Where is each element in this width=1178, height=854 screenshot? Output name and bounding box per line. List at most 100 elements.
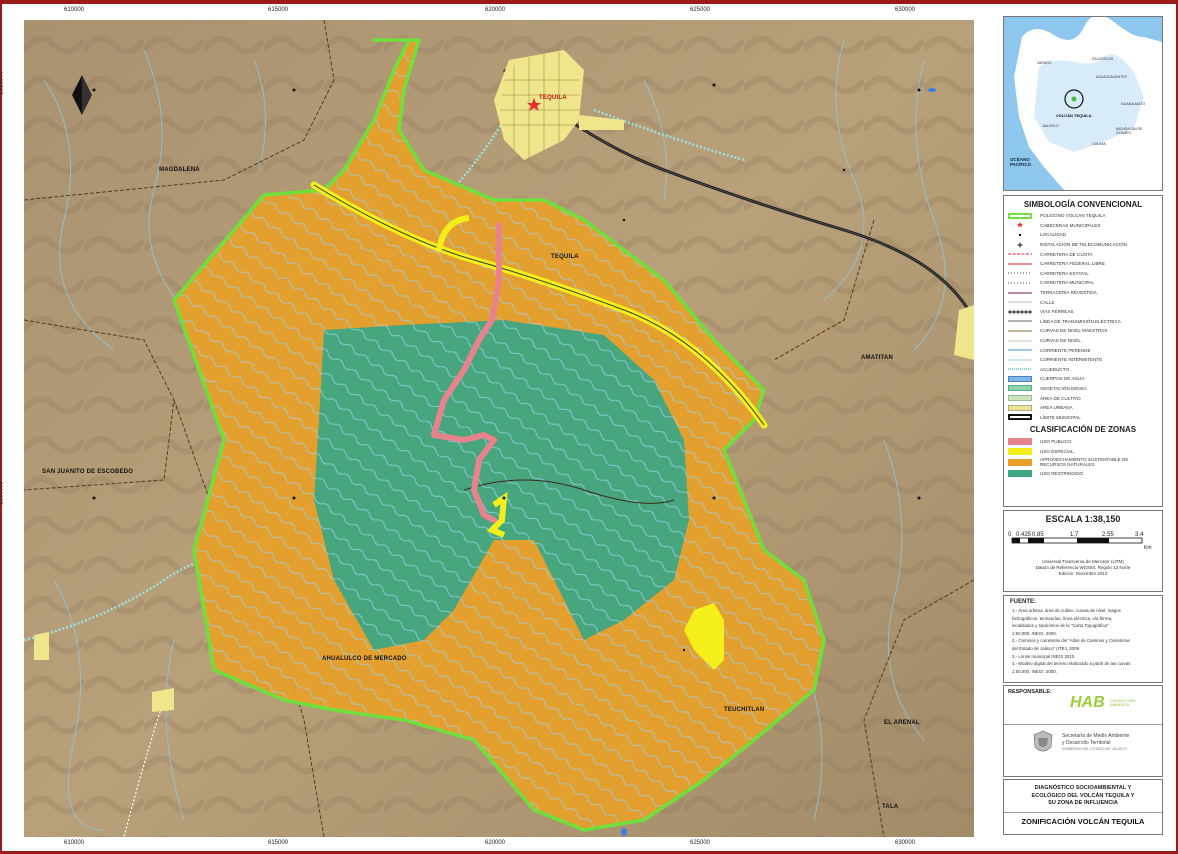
zone-label: USO PÚBLICO	[1040, 438, 1072, 444]
urban-area-tequila	[494, 50, 584, 160]
place-label-amatitan: AMATITAN	[861, 355, 894, 361]
x-tick-bottom: 630000	[895, 840, 916, 846]
aqueduct	[593, 108, 745, 162]
source-line: 3.- Límite municipal INEGI 2010.	[1012, 653, 1076, 659]
zone-legend-item: USO PÚBLICO	[1004, 436, 1162, 446]
agency-line: GOBIERNO DEL ESTADO DE JALISCO	[1062, 747, 1127, 751]
legend-swatch	[1008, 251, 1032, 257]
legend-item-label: ACUEDUCTO	[1040, 366, 1070, 372]
legend-item-label: ÁREA DE CULTIVO	[1040, 395, 1081, 401]
legend-item-label: LOCALIDAD	[1040, 232, 1067, 238]
legend-swatch	[1008, 280, 1032, 286]
project-line: SU ZONA DE INFLUENCIA	[1048, 800, 1118, 806]
legend-item-label: CABECERAS MUNICIPALES	[1040, 222, 1101, 228]
responsible-panel: RESPONSABLE: HAB CONSULTORÍA AMBIENTAL S…	[1003, 685, 1163, 777]
zone-legend-item: USO ESPECIAL	[1004, 446, 1162, 456]
legend-item: CURVAS DE NIVEL	[1004, 336, 1162, 346]
zone-legend-item: USO RESTRINGIDO	[1004, 468, 1162, 478]
hab-logo: HAB	[1070, 694, 1105, 711]
legend-item: INSTALACIÓN DE TELECOMUNICACIÓN	[1004, 240, 1162, 250]
legend-swatch	[1008, 375, 1032, 382]
map-canvas[interactable]: MAGDALENA TEQUILA TEQUILA AMATITAN SAN J…	[24, 20, 974, 837]
locator-label-state: MICHOACÁN DE OCAMPO	[1116, 127, 1143, 135]
legend-item-label: LÍMITE MUNICIPAL	[1040, 414, 1081, 420]
zone-uso-especial-summit[interactable]	[486, 491, 508, 538]
zone-label: USO ESPECIAL	[1040, 448, 1074, 454]
source-line: 1.- Área urbana, área de cultivo, curvas…	[1012, 608, 1121, 613]
legend-item: CARRETERA MUNICIPAL	[1004, 278, 1162, 288]
road-centerline	[313, 184, 765, 426]
source-lines: 1.- Área urbana, área de cultivo, curvas…	[1004, 607, 1162, 675]
legend-item: CARRETERA FEDERAL LIBRE	[1004, 259, 1162, 269]
legend-swatch	[1008, 357, 1032, 363]
x-tick-top: 615000	[268, 7, 289, 13]
legend-swatch	[1008, 270, 1032, 276]
legend-swatch	[1008, 212, 1032, 219]
zone-swatch	[1008, 447, 1032, 455]
municipal-seat-star	[527, 98, 541, 111]
legend-swatch	[1008, 318, 1032, 324]
scale-panel: ESCALA 1:38,150 0 0.425 0.85 1.7 2.55 3.…	[1003, 510, 1163, 592]
legend-item: VEGETACIÓN DENSA	[1004, 384, 1162, 394]
legend-item-label: CALLE	[1040, 299, 1055, 305]
place-label-tala: TALA	[882, 804, 899, 810]
crater-road	[463, 479, 675, 504]
legend-swatch	[1008, 414, 1032, 421]
legend-swatch	[1008, 338, 1032, 344]
locator-label-state: COLIMA	[1092, 142, 1106, 146]
source-panel: FUENTE: 1.- Área urbana, área de cultivo…	[1003, 595, 1163, 683]
legend-item: CURVAS DE NIVEL MAESTRAS	[1004, 326, 1162, 336]
legend-swatch	[1008, 261, 1032, 267]
zone-label: USO RESTRINGIDO	[1040, 470, 1084, 476]
legend-item: CALLE	[1004, 297, 1162, 307]
legend-item-label: VÍAS FÉRREAS	[1040, 309, 1074, 315]
project-title: ZONIFICACIÓN VOLCÁN TEQUILA	[1004, 811, 1162, 826]
source-title: FUENTE:	[1010, 599, 1036, 605]
zone-swatch	[1008, 437, 1032, 445]
legend-item: ACUEDUCTO	[1004, 365, 1162, 375]
legend-item-label: POLÍGONO VOLCÁN TEQUILA	[1040, 213, 1106, 219]
legend-item-label: TERRACERÍA REVESTIDA	[1040, 290, 1097, 296]
legend-item-label: CARRETERA MUNICIPAL	[1040, 280, 1095, 286]
zone-swatch	[1008, 469, 1032, 477]
legend-item-label: INSTALACIÓN DE TELECOMUNICACIÓN	[1040, 242, 1128, 248]
legend-item: CARRETERA ESTATAL	[1004, 269, 1162, 279]
scale-bar-segment	[1028, 538, 1044, 543]
project-line: ECOLÓGICO DEL VOLCÁN TEQUILA Y	[1031, 792, 1135, 799]
place-label-teuchitlan: TEUCHITLAN	[724, 707, 765, 713]
legend-swatch	[1008, 395, 1032, 402]
source-line: 4.- Modelo digital del terreno elaborado…	[1012, 661, 1131, 667]
scale-bar-segment	[1012, 538, 1020, 543]
responsible-title: RESPONSABLE:	[1008, 689, 1052, 695]
agency-text: Secretaría de Medio Ambiente y Desarroll…	[1062, 733, 1129, 753]
legend-item: VÍAS FÉRREAS	[1004, 307, 1162, 317]
municipal-road	[123, 699, 165, 837]
locator-svg	[1014, 17, 1162, 190]
scale-tick: 0.425	[1016, 532, 1032, 538]
jalisco-seal-icon	[1033, 730, 1053, 752]
municipal-limits	[24, 20, 974, 837]
place-label-tequila-town: TEQUILA	[539, 95, 567, 101]
source-line: 2.- Caminos y carreteras del "Atlas de C…	[1012, 638, 1130, 644]
x-tick-top: 625000	[690, 7, 711, 13]
jalisco-state	[1034, 54, 1144, 153]
legend-swatch	[1008, 309, 1032, 315]
zone-uso-publico-trail[interactable]	[431, 222, 502, 523]
locator-label-state: AGUASCALIENTES	[1096, 75, 1127, 79]
zone-uso-especial-loop[interactable]	[436, 215, 470, 251]
hab-logo-sub: CONSULTORÍA AMBIENTAL	[1110, 699, 1136, 707]
x-tick-bottom: 620000	[485, 840, 506, 846]
urban-area-west	[34, 632, 49, 660]
locator-label-pacific: OCÉANO PACÍFICO	[1010, 157, 1032, 167]
agency-line: y Desarrollo Territorial	[1062, 739, 1111, 746]
zones-title: CLASIFICACIÓN DE ZONAS	[1029, 425, 1137, 435]
x-tick-top: 620000	[485, 7, 506, 13]
zone-uso-restringido-streams	[314, 320, 689, 650]
project-panel: DIAGNÓSTICO SOCIOAMBIENTAL Y ECOLÓGICO D…	[1003, 779, 1163, 835]
scale-note: Universal Transversa de Mercator (UTM)	[1042, 559, 1124, 564]
project-line: DIAGNÓSTICO SOCIOAMBIENTAL Y	[1034, 785, 1132, 791]
north-arrow-icon	[82, 75, 92, 115]
zone-uso-especial-area[interactable]	[684, 603, 724, 670]
scale-title: ESCALA 1:38,150	[1045, 514, 1121, 524]
legend-item-label: CURVAS DE NIVEL	[1040, 338, 1081, 344]
